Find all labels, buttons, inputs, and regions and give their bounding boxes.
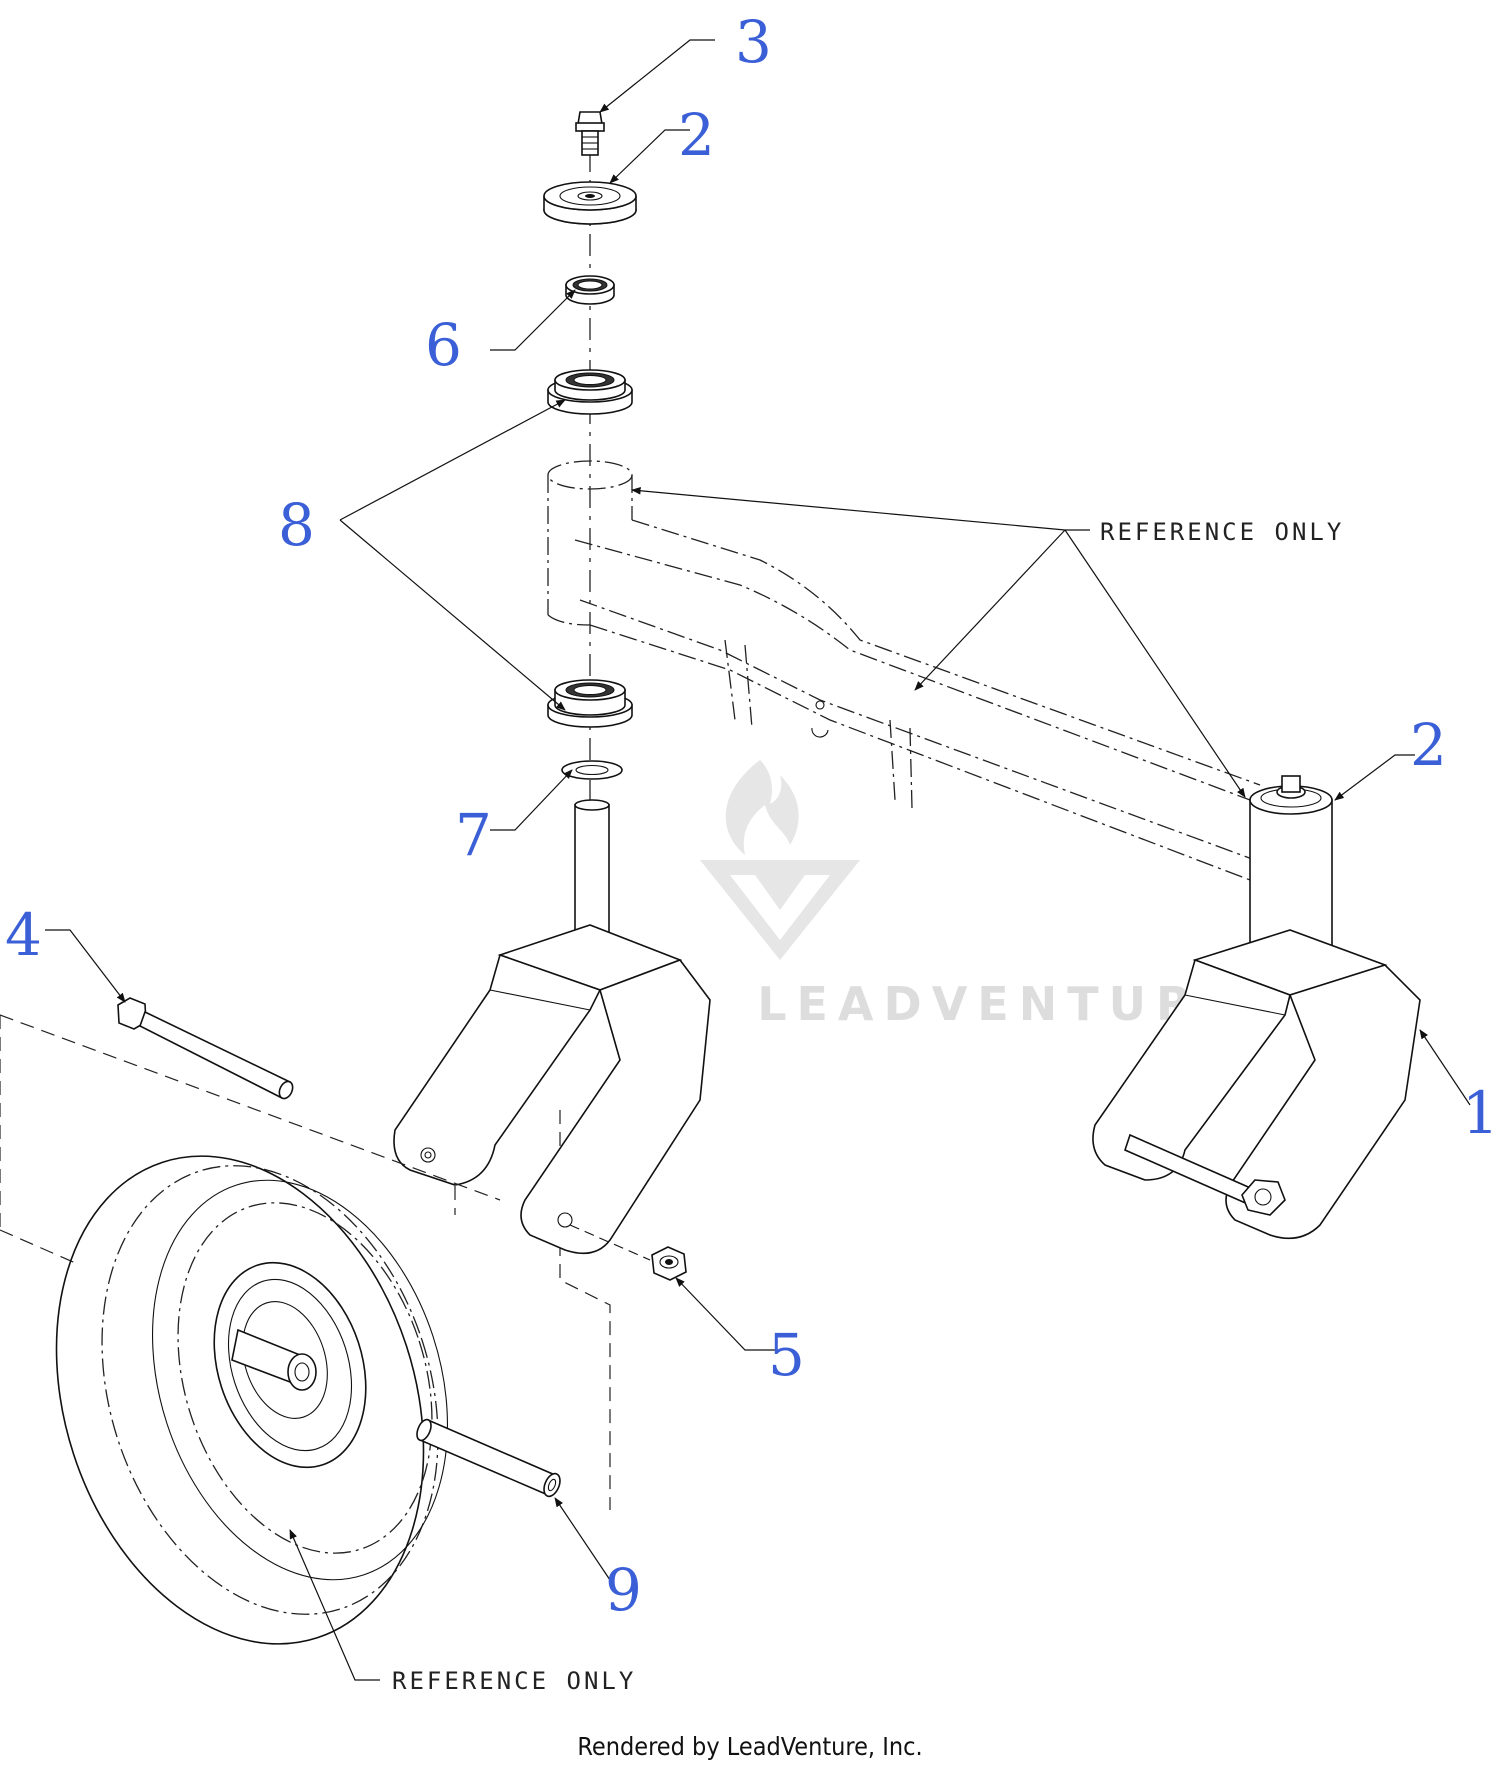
callout-5: 5 [768, 1321, 805, 1389]
part-5-nut [651, 1246, 687, 1281]
callout-2-right: 2 [1410, 711, 1447, 779]
callout-6: 6 [425, 311, 462, 379]
watermark: LEADVENTURE [700, 760, 1243, 1031]
part-2-cap-top [543, 181, 637, 225]
left-caster-yoke [393, 799, 711, 1510]
callout-3: 3 [735, 8, 772, 76]
callout-4: 4 [5, 901, 42, 969]
reference-label-lower: REFERENCE ONLY [392, 1667, 636, 1695]
watermark-text: LEADVENTURE [757, 977, 1243, 1031]
callout-7: 7 [455, 801, 492, 869]
callout-1: 1 [1462, 1079, 1499, 1147]
part-6-seal [565, 275, 615, 305]
callout-9: 9 [605, 1556, 642, 1624]
wheel-reference [0, 1014, 501, 1645]
part-3-bolt [575, 111, 605, 156]
watermark-logo [700, 760, 860, 960]
part-8-bearing-lower [547, 679, 633, 728]
front-axle-beam [547, 460, 1333, 951]
callout-2-top: 2 [678, 101, 715, 169]
leader-lines [45, 39, 1471, 1681]
callout-8: 8 [278, 491, 315, 559]
part-4-long-bolt [117, 997, 294, 1100]
part-9-spacer [416, 1418, 561, 1498]
part-1-caster-yoke [1092, 929, 1421, 1240]
part-8-bearing-upper [547, 369, 633, 415]
reference-label-upper: REFERENCE ONLY [1100, 518, 1344, 546]
part-7-washer [561, 760, 623, 780]
rendered-by-footer: Rendered by LeadVenture, Inc. [577, 1732, 922, 1761]
callouts: 3 2 6 8 7 2 1 4 5 9 [5, 8, 1499, 1624]
